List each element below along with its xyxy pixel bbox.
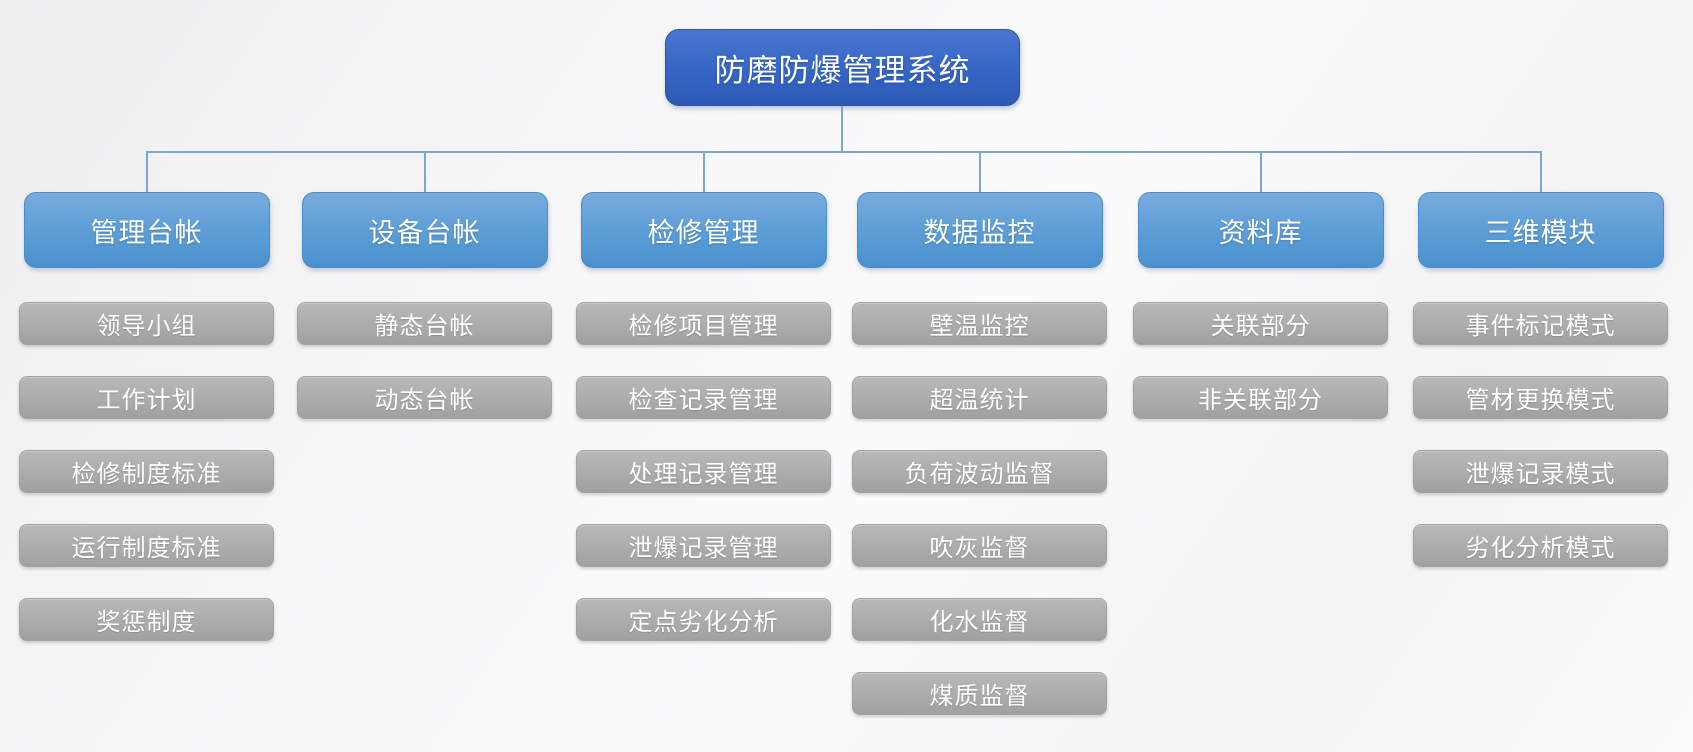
leaf-node: 吹灰监督 [852,524,1107,567]
branch-column-2: 静态台帐动态台帐 [297,302,552,450]
leaf-node: 煤质监督 [852,672,1107,715]
leaf-node: 化水监督 [852,598,1107,641]
leaf-node: 奖惩制度 [19,598,274,641]
leaf-node: 管材更换模式 [1413,376,1668,419]
connector-branch-drop-5 [1259,151,1262,192]
leaf-node: 运行制度标准 [19,524,274,567]
leaf-node: 动态台帐 [297,376,552,419]
connector-branch-drop-2 [423,151,426,192]
leaf-node: 壁温监控 [852,302,1107,345]
connector-branch-drop-3 [702,151,705,192]
leaf-node: 劣化分析模式 [1413,524,1668,567]
leaf-node: 定点劣化分析 [576,598,831,641]
leaf-node: 负荷波动监督 [852,450,1107,493]
leaf-node: 工作计划 [19,376,274,419]
branch-header-3: 检修管理 [580,192,827,268]
leaf-node: 关联部分 [1133,302,1388,345]
leaf-node: 超温统计 [852,376,1107,419]
leaf-node: 处理记录管理 [576,450,831,493]
leaf-node: 泄爆记录模式 [1413,450,1668,493]
leaf-node: 检修项目管理 [576,302,831,345]
connector-branch-drop-6 [1539,151,1542,192]
branch-header-4: 数据监控 [856,192,1103,268]
root-node: 防磨防爆管理系统 [665,29,1020,106]
branch-header-2: 设备台帐 [301,192,548,268]
branch-column-6: 事件标记模式管材更换模式泄爆记录模式劣化分析模式 [1413,302,1668,598]
connector-branch-drop-1 [145,151,148,192]
branch-column-1: 领导小组工作计划检修制度标准运行制度标准奖惩制度 [19,302,274,672]
leaf-node: 检修制度标准 [19,450,274,493]
leaf-node: 非关联部分 [1133,376,1388,419]
leaf-node: 事件标记模式 [1413,302,1668,345]
connector-trunk [146,151,1541,153]
leaf-node: 静态台帐 [297,302,552,345]
connector-branch-drop-4 [978,151,981,192]
branch-header-5: 资料库 [1137,192,1384,268]
branch-header-1: 管理台帐 [23,192,270,268]
branch-column-4: 壁温监控超温统计负荷波动监督吹灰监督化水监督煤质监督 [852,302,1107,746]
leaf-node: 泄爆记录管理 [576,524,831,567]
connector-root-drop [841,106,843,151]
branch-header-6: 三维模块 [1417,192,1664,268]
leaf-node: 领导小组 [19,302,274,345]
branch-column-5: 关联部分非关联部分 [1133,302,1388,450]
branch-column-3: 检修项目管理检查记录管理处理记录管理泄爆记录管理定点劣化分析 [576,302,831,672]
leaf-node: 检查记录管理 [576,376,831,419]
